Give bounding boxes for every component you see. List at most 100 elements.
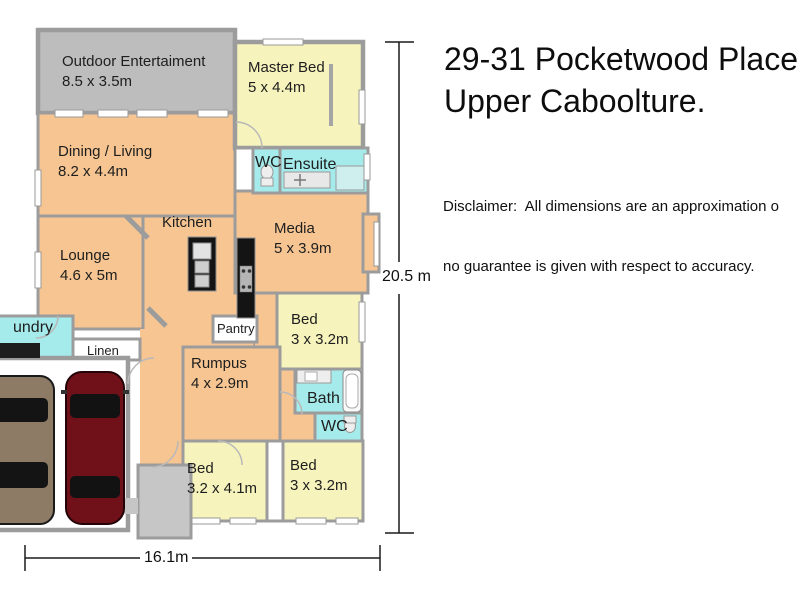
room-rumpus bbox=[181, 345, 282, 443]
page-title: 29-31 Pocketwood Place Upper Caboolture. bbox=[444, 38, 798, 122]
cars-layer bbox=[0, 371, 129, 525]
label-laundry: undry bbox=[13, 318, 53, 338]
room-dims: 8.2 x 4.4m bbox=[58, 163, 129, 180]
room-name: Media bbox=[274, 220, 315, 237]
ensuite-vanity bbox=[283, 171, 331, 189]
room-name: Dining / Living bbox=[58, 143, 153, 160]
kitchen-diagonal-wall bbox=[146, 306, 168, 328]
floorplan-drawing bbox=[0, 27, 414, 571]
dimension-value: 20.5 m bbox=[382, 268, 431, 285]
ensuite-shower bbox=[335, 165, 365, 191]
room-bed-mid bbox=[275, 291, 364, 371]
kitchen-counter-stove bbox=[236, 237, 256, 319]
label-bed-mid: Bed 3 x 3.2m bbox=[291, 310, 349, 350]
room-dims: 8.5 x 3.5m bbox=[62, 73, 133, 90]
windows-layer bbox=[34, 38, 380, 525]
bath-vanity bbox=[296, 369, 332, 384]
porch-step bbox=[124, 498, 138, 514]
car-red bbox=[61, 371, 129, 525]
room-name: Master Bed bbox=[248, 59, 325, 76]
robe-strip bbox=[265, 439, 285, 523]
label-rumpus: Rumpus 4 x 2.9m bbox=[191, 354, 249, 394]
label-ensuite: Ensuite bbox=[283, 155, 336, 175]
sliding-door bbox=[197, 109, 229, 118]
car-mirror bbox=[61, 390, 67, 394]
label-media: Media 5 x 3.9m bbox=[274, 219, 332, 259]
hall-door bbox=[279, 391, 303, 415]
room-name: Rumpus bbox=[191, 355, 247, 372]
window bbox=[363, 153, 371, 181]
room-name: Lounge bbox=[60, 247, 111, 264]
car-mirror bbox=[123, 390, 129, 394]
window bbox=[34, 251, 42, 289]
label-pantry: Pantry bbox=[217, 321, 255, 336]
room-name: Linen bbox=[87, 343, 119, 358]
room-bed-right bbox=[281, 439, 365, 523]
room-bed-left bbox=[181, 439, 269, 523]
room-name: Bed bbox=[290, 457, 317, 474]
label-bed-left: Bed 3.2 x 4.1m bbox=[187, 459, 257, 499]
room-dims: 3 x 3.2m bbox=[290, 477, 348, 494]
label-bed-right: Bed 3 x 3.2m bbox=[290, 456, 348, 496]
window bbox=[229, 517, 257, 525]
room-dims: 5 x 4.4m bbox=[248, 79, 306, 96]
room-name: undry bbox=[13, 319, 54, 336]
room-dims: 5 x 3.9m bbox=[274, 240, 332, 257]
kitchen-island bbox=[187, 236, 217, 292]
room-name: WC bbox=[255, 154, 282, 171]
room-dims: 3.2 x 4.1m bbox=[187, 480, 258, 497]
dimension-value: 16.1m bbox=[144, 549, 189, 566]
title-line-1: 29-31 Pocketwood Place bbox=[444, 41, 798, 77]
toilet-wc-top bbox=[260, 164, 274, 187]
front-door bbox=[151, 440, 179, 468]
label-lounge: Lounge 4.6 x 5m bbox=[60, 246, 118, 286]
disclaimer-line-1: Disclaimer: All dimensions are an approx… bbox=[443, 198, 779, 215]
window bbox=[136, 109, 168, 118]
room-name: Bed bbox=[291, 311, 318, 328]
label-outdoor: Outdoor Entertaiment 8.5 x 3.5m bbox=[62, 52, 205, 92]
room-dims: 4.6 x 5m bbox=[60, 267, 118, 284]
width-dimension-label: 16.1m bbox=[144, 549, 188, 567]
toilet-wc-bottom bbox=[343, 415, 357, 433]
bathtub bbox=[342, 369, 362, 413]
room-name: WC bbox=[321, 418, 348, 435]
label-bath: Bath bbox=[307, 389, 340, 409]
room-pantry bbox=[211, 314, 259, 344]
label-kitchen: Kitchen bbox=[162, 213, 212, 233]
label-master: Master Bed 5 x 4.4m bbox=[248, 58, 325, 98]
window bbox=[34, 169, 42, 207]
window bbox=[358, 301, 366, 343]
room-media bbox=[233, 189, 370, 295]
room-name: Pantry bbox=[217, 321, 255, 336]
label-dining: Dining / Living 8.2 x 4.4m bbox=[58, 142, 152, 182]
laundry-door bbox=[35, 315, 59, 339]
porch bbox=[136, 463, 193, 540]
room-name: Bed bbox=[187, 460, 214, 477]
label-linen: Linen bbox=[87, 343, 119, 358]
room-name: Bath bbox=[307, 390, 340, 407]
window bbox=[262, 38, 304, 46]
master-wardrobe bbox=[329, 64, 333, 126]
room-dims: 4 x 2.9m bbox=[191, 375, 249, 392]
bed-left-door bbox=[217, 440, 243, 466]
room-name: Ensuite bbox=[283, 156, 337, 173]
lounge-diagonal-wall bbox=[124, 214, 150, 240]
dimension-lines bbox=[24, 41, 414, 571]
height-dimension-label: 20.5 m bbox=[382, 268, 431, 286]
laundry-bench bbox=[0, 343, 40, 358]
window bbox=[97, 109, 129, 118]
window bbox=[358, 89, 366, 125]
master-entry bbox=[233, 146, 255, 193]
master-door bbox=[235, 121, 263, 149]
room-name: Kitchen bbox=[162, 214, 213, 231]
window bbox=[373, 221, 380, 267]
room-name: Outdoor Entertaiment bbox=[62, 53, 206, 70]
car-tan bbox=[0, 375, 55, 525]
room-dining-living bbox=[36, 111, 237, 218]
title-line-2: Upper Caboolture. bbox=[444, 83, 706, 119]
window bbox=[54, 109, 84, 118]
window bbox=[335, 517, 359, 525]
fixtures-layer bbox=[0, 64, 365, 433]
doors-layer bbox=[35, 121, 303, 468]
